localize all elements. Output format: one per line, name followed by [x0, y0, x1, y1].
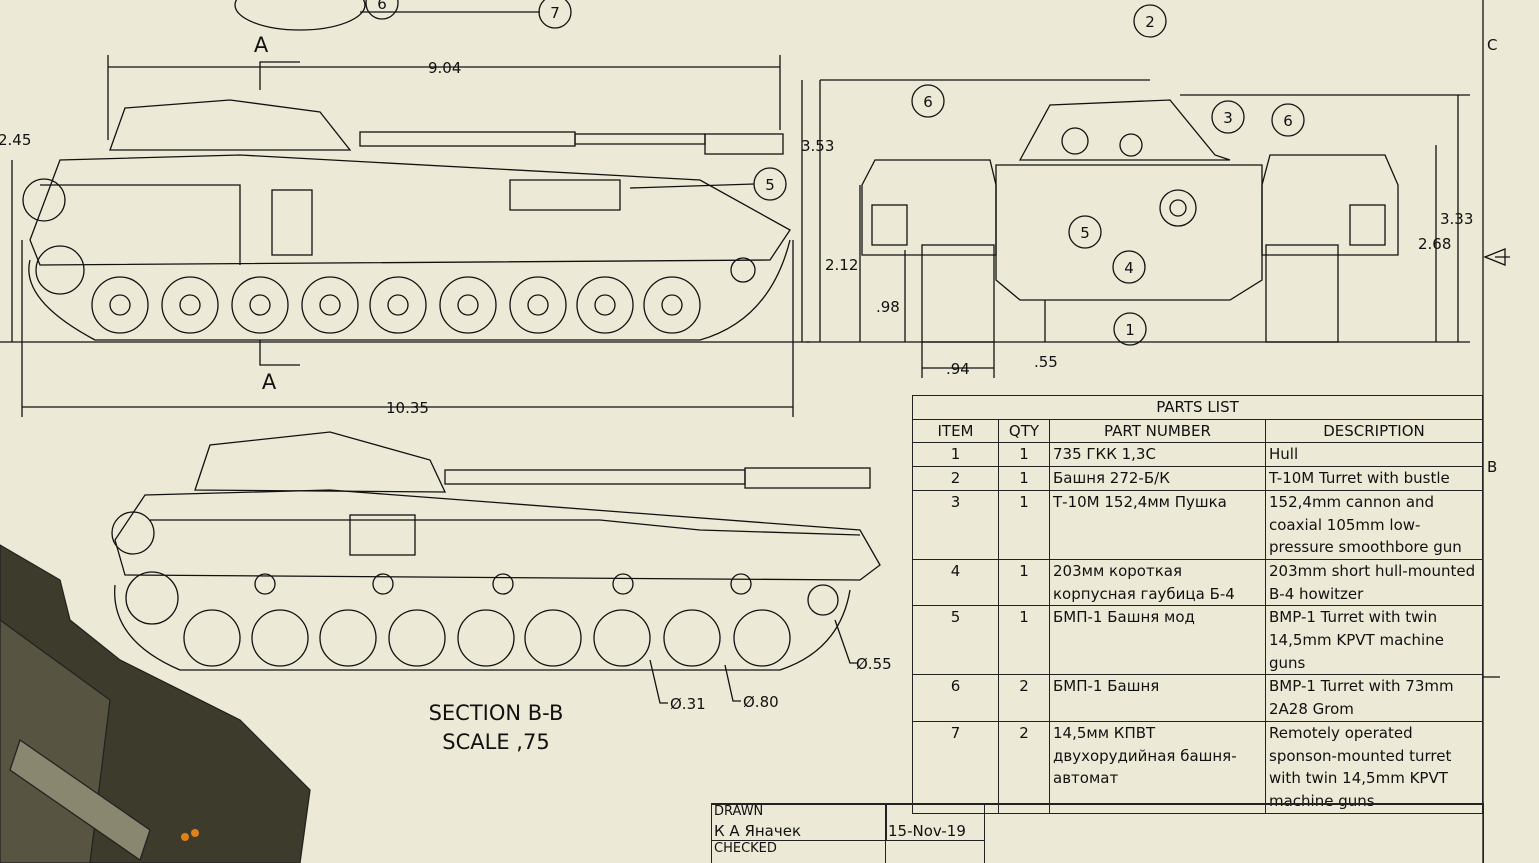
dim-front-e: 3.33	[1440, 210, 1473, 228]
dim-overall-length: 10.35	[386, 399, 429, 417]
header-qty: QTY	[998, 418, 1050, 444]
zone-label-b: B	[1487, 458, 1497, 476]
section-mark-bottom: A	[262, 370, 277, 394]
section-title: SECTION B-B	[429, 701, 564, 725]
qty: 2	[998, 720, 1050, 814]
qty: 1	[998, 605, 1050, 676]
drawn-by: К А Яначек	[714, 822, 802, 840]
dim-front-b: .98	[876, 298, 900, 316]
qty: 1	[998, 466, 1050, 491]
balloon-6-left: 6	[923, 93, 933, 111]
item: 5	[912, 605, 999, 676]
balloon-5-side: 5	[765, 176, 775, 194]
section-view: Ø.55 Ø.31 Ø.80 SECTION B-B SCALE ,75	[111, 431, 892, 754]
balloon-6-top: 6	[377, 0, 387, 13]
description: T-10M Turret with bustle	[1265, 466, 1483, 491]
side-view: 9.04 10.35 3.53 2.45 A A 6 7 5	[0, 0, 834, 417]
balloon-5-front: 5	[1080, 224, 1090, 242]
3d-render	[0, 544, 311, 863]
drawn-date: 15-Nov-19	[888, 822, 966, 840]
front-view: 2.12 .98 .94 .55 3.33 2.68 2 6 3 6 5 4 1	[806, 4, 1473, 378]
part-number: Башня 272-Б/К	[1049, 466, 1266, 491]
part-number: Т-10М 152,4мм Пушка	[1049, 489, 1266, 560]
dim-front-a: 2.12	[825, 256, 858, 274]
dim-front-d: .55	[1034, 353, 1058, 371]
balloon-2: 2	[1145, 13, 1155, 31]
parts-list-table: PARTS LIST ITEM QTY PART NUMBER DESCRIPT…	[912, 395, 1483, 814]
center-arrow-icon	[1483, 248, 1510, 266]
checked-label: CHECKED	[714, 841, 777, 856]
balloon-7-top: 7	[550, 4, 560, 22]
description: Hull	[1265, 442, 1483, 468]
item: 4	[912, 558, 999, 607]
dim-return-roller-diameter: Ø.31	[670, 695, 706, 713]
drawn-cell	[711, 803, 887, 841]
header-part-number: PART NUMBER	[1049, 418, 1266, 444]
parts-list-title: PARTS LIST	[912, 395, 1483, 420]
dim-height: 3.53	[801, 137, 834, 155]
description: 152,4mm cannon and coaxial 105mm low-pre…	[1265, 489, 1483, 560]
balloon-4: 4	[1124, 259, 1134, 277]
item: 6	[912, 674, 999, 722]
part-number: 735 ГКК 1,3С	[1049, 442, 1266, 468]
header-item: ITEM	[912, 418, 999, 444]
description: BMP-1 Turret with twin 14,5mm KPVT machi…	[1265, 605, 1483, 676]
zone-label-c: C	[1487, 36, 1497, 54]
qty: 1	[998, 558, 1050, 607]
qty: 1	[998, 442, 1050, 468]
item: 3	[912, 489, 999, 560]
item: 1	[912, 442, 999, 468]
section-scale: SCALE ,75	[442, 730, 549, 754]
part-number: 203мм короткая корпусная гаубица Б-4	[1049, 558, 1266, 607]
road-wheels	[35, 245, 756, 334]
dim-hull-height: 2.45	[0, 131, 31, 149]
balloon-6-right: 6	[1283, 112, 1293, 130]
description: Remotely operated sponson-mounted turret…	[1265, 720, 1483, 814]
balloon-1: 1	[1125, 321, 1135, 339]
section-road-wheels	[125, 571, 839, 667]
qty: 1	[998, 489, 1050, 560]
dim-front-c: .94	[946, 360, 970, 378]
item: 2	[912, 466, 999, 491]
dim-road-wheel-diameter: Ø.80	[743, 693, 779, 711]
qty: 2	[998, 674, 1050, 722]
dim-idler-diameter: Ø.55	[856, 655, 892, 673]
item: 7	[912, 720, 999, 814]
dim-front-f: 2.68	[1418, 235, 1451, 253]
checked-date-cell	[885, 840, 985, 863]
drawn-label: DRAWN	[714, 804, 764, 819]
balloon-3: 3	[1223, 109, 1233, 127]
part-number: БМП-1 Башня	[1049, 674, 1266, 722]
header-description: DESCRIPTION	[1265, 418, 1483, 444]
dim-hull-length: 9.04	[428, 59, 461, 77]
section-mark-top: A	[254, 33, 269, 57]
description: 203mm short hull-mounted B-4 howitzer	[1265, 558, 1483, 607]
description: BMP-1 Turret with 73mm 2A28 Grom	[1265, 674, 1483, 722]
part-number: 14,5мм КПВТ двухорудийная башня-автомат	[1049, 720, 1266, 814]
part-number: БМП-1 Башня мод	[1049, 605, 1266, 676]
